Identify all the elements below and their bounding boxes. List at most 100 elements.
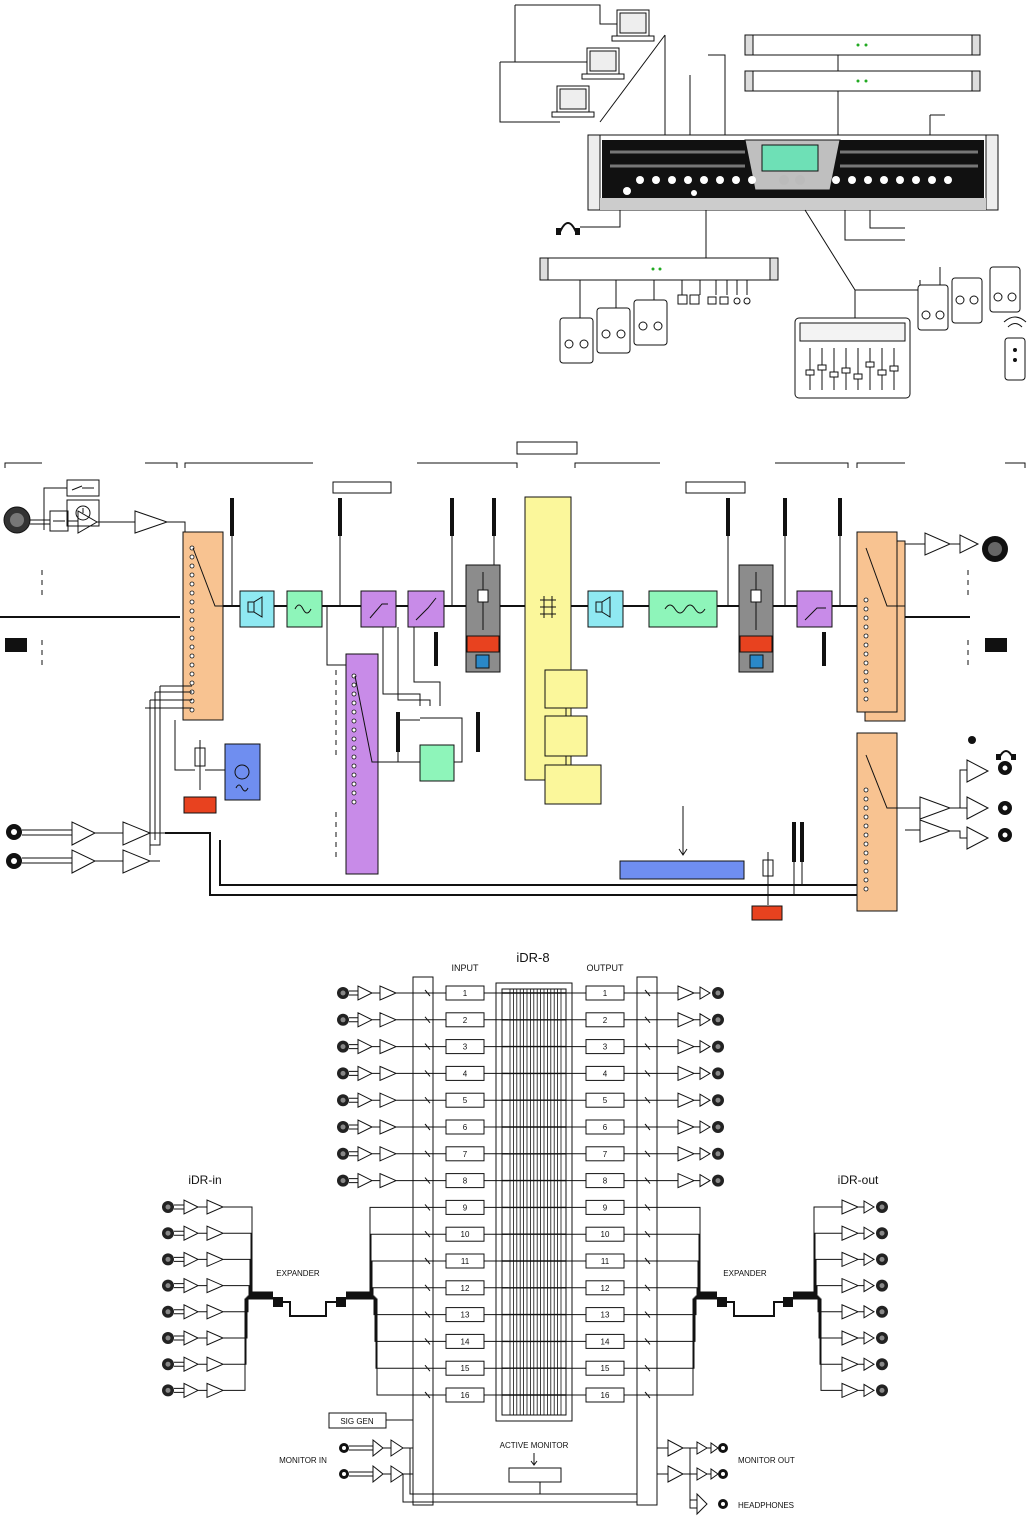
remote-control-icon	[1003, 316, 1027, 381]
input-channel-number: 7	[463, 1150, 468, 1159]
idr-in-channel	[162, 1277, 273, 1296]
matrix-title: iDR-8	[516, 950, 549, 965]
phantom-switch	[66, 479, 100, 527]
monitor-out-connectors	[718, 1443, 728, 1509]
idr-out-channel	[793, 1251, 888, 1295]
active-monitor-bus	[619, 860, 745, 880]
monitor-selector	[856, 732, 898, 912]
wall-plate	[559, 317, 594, 364]
matrix-row: 12 12	[346, 1280, 717, 1296]
matrix-row: 10 10	[346, 1226, 717, 1294]
output-channel-number: 1	[603, 989, 608, 998]
idr-out-title: iDR-out	[838, 1173, 879, 1187]
input-channel-number: 11	[461, 1257, 470, 1266]
output-channel-number: 8	[603, 1177, 608, 1186]
input-channel-number: 12	[461, 1284, 470, 1293]
sidechain-filter	[419, 744, 455, 782]
output-channel-number: 11	[601, 1257, 610, 1266]
digital-io-icon	[985, 638, 1007, 652]
idr-in-channel	[162, 1295, 273, 1320]
idr-out-channel	[793, 1297, 888, 1372]
wall-plate	[951, 277, 983, 324]
sidechain-selector	[345, 653, 379, 875]
output-channel-number: 2	[603, 1016, 608, 1025]
rack-unit	[744, 70, 981, 92]
input-channel-number: 16	[461, 1391, 470, 1400]
compressor-block	[407, 590, 445, 628]
idr-out-channel	[793, 1298, 888, 1399]
output-channel-number: 7	[603, 1150, 608, 1159]
output-channel-number: 4	[603, 1069, 608, 1078]
eq-block	[286, 590, 323, 628]
idr-in-channel	[162, 1297, 273, 1373]
output-eq-block	[648, 590, 718, 628]
computer-icon	[611, 9, 655, 42]
output-channel-number: 6	[603, 1123, 608, 1132]
input-channel-number: 9	[463, 1203, 468, 1212]
gate-block	[360, 590, 397, 628]
headphones-label: HEADPHONES	[738, 1501, 794, 1510]
active-monitor-label: ACTIVE MONITOR	[500, 1441, 569, 1450]
stage-box	[539, 257, 779, 281]
expander-label-right: EXPANDER	[723, 1269, 767, 1278]
expander-label-left: EXPANDER	[276, 1269, 320, 1278]
input-channel-number: 3	[463, 1043, 468, 1052]
input-channel-number: 8	[463, 1177, 468, 1186]
idr-in-channel	[162, 1199, 273, 1293]
monitor-in-label: MONITOR IN	[279, 1456, 327, 1465]
rack-unit	[744, 34, 981, 56]
matrix-row: 11 11	[346, 1253, 717, 1295]
idr-in-channel	[162, 1251, 273, 1295]
small-io-modules	[677, 294, 751, 305]
computer-icon	[551, 85, 595, 118]
idr-in-channel	[162, 1296, 273, 1346]
idr-out-channel	[793, 1296, 888, 1346]
headphones-icon	[556, 222, 580, 235]
system-overview	[499, 4, 1027, 399]
wall-plate	[917, 284, 949, 331]
input-channel-number: 14	[461, 1337, 470, 1346]
signal-generator	[224, 743, 261, 801]
idr-out-channel	[793, 1225, 888, 1294]
section-brackets	[4, 441, 1026, 494]
input-channel-number: 2	[463, 1016, 468, 1025]
input-label: INPUT	[452, 963, 480, 973]
delay-block	[239, 590, 275, 628]
input-channel-number: 5	[463, 1096, 468, 1105]
matrix-row: 13 13	[346, 1295, 717, 1323]
output-channel-number: 13	[601, 1311, 610, 1320]
fader-controller	[794, 317, 911, 399]
limiter-block	[796, 590, 833, 628]
active-monitor-box	[508, 1467, 562, 1483]
idr-in-channel	[162, 1298, 273, 1399]
output-channel-number: 10	[601, 1230, 610, 1239]
output-channel-number: 3	[603, 1043, 608, 1052]
monitor-out-jacks	[998, 761, 1012, 842]
output-label: OUTPUT	[587, 963, 625, 973]
input-channel-number: 15	[461, 1364, 470, 1373]
idr-in-title: iDR-in	[188, 1173, 221, 1187]
output-channel-number: 16	[601, 1391, 610, 1400]
output-channel-number: 12	[601, 1284, 610, 1293]
idr-out-channel	[793, 1295, 888, 1320]
xlr-input-connector	[3, 506, 31, 534]
monitor-out-label: MONITOR OUT	[738, 1456, 795, 1465]
output-channel-number: 9	[603, 1203, 608, 1212]
input-channel-number: 1	[463, 989, 468, 998]
input-channel-number: 10	[461, 1230, 470, 1239]
idr-in-channel	[162, 1225, 273, 1294]
wall-plate	[633, 299, 668, 346]
xlr-output-connector	[982, 536, 1008, 562]
computer-icon	[581, 47, 625, 80]
input-channel-number: 13	[461, 1311, 470, 1320]
